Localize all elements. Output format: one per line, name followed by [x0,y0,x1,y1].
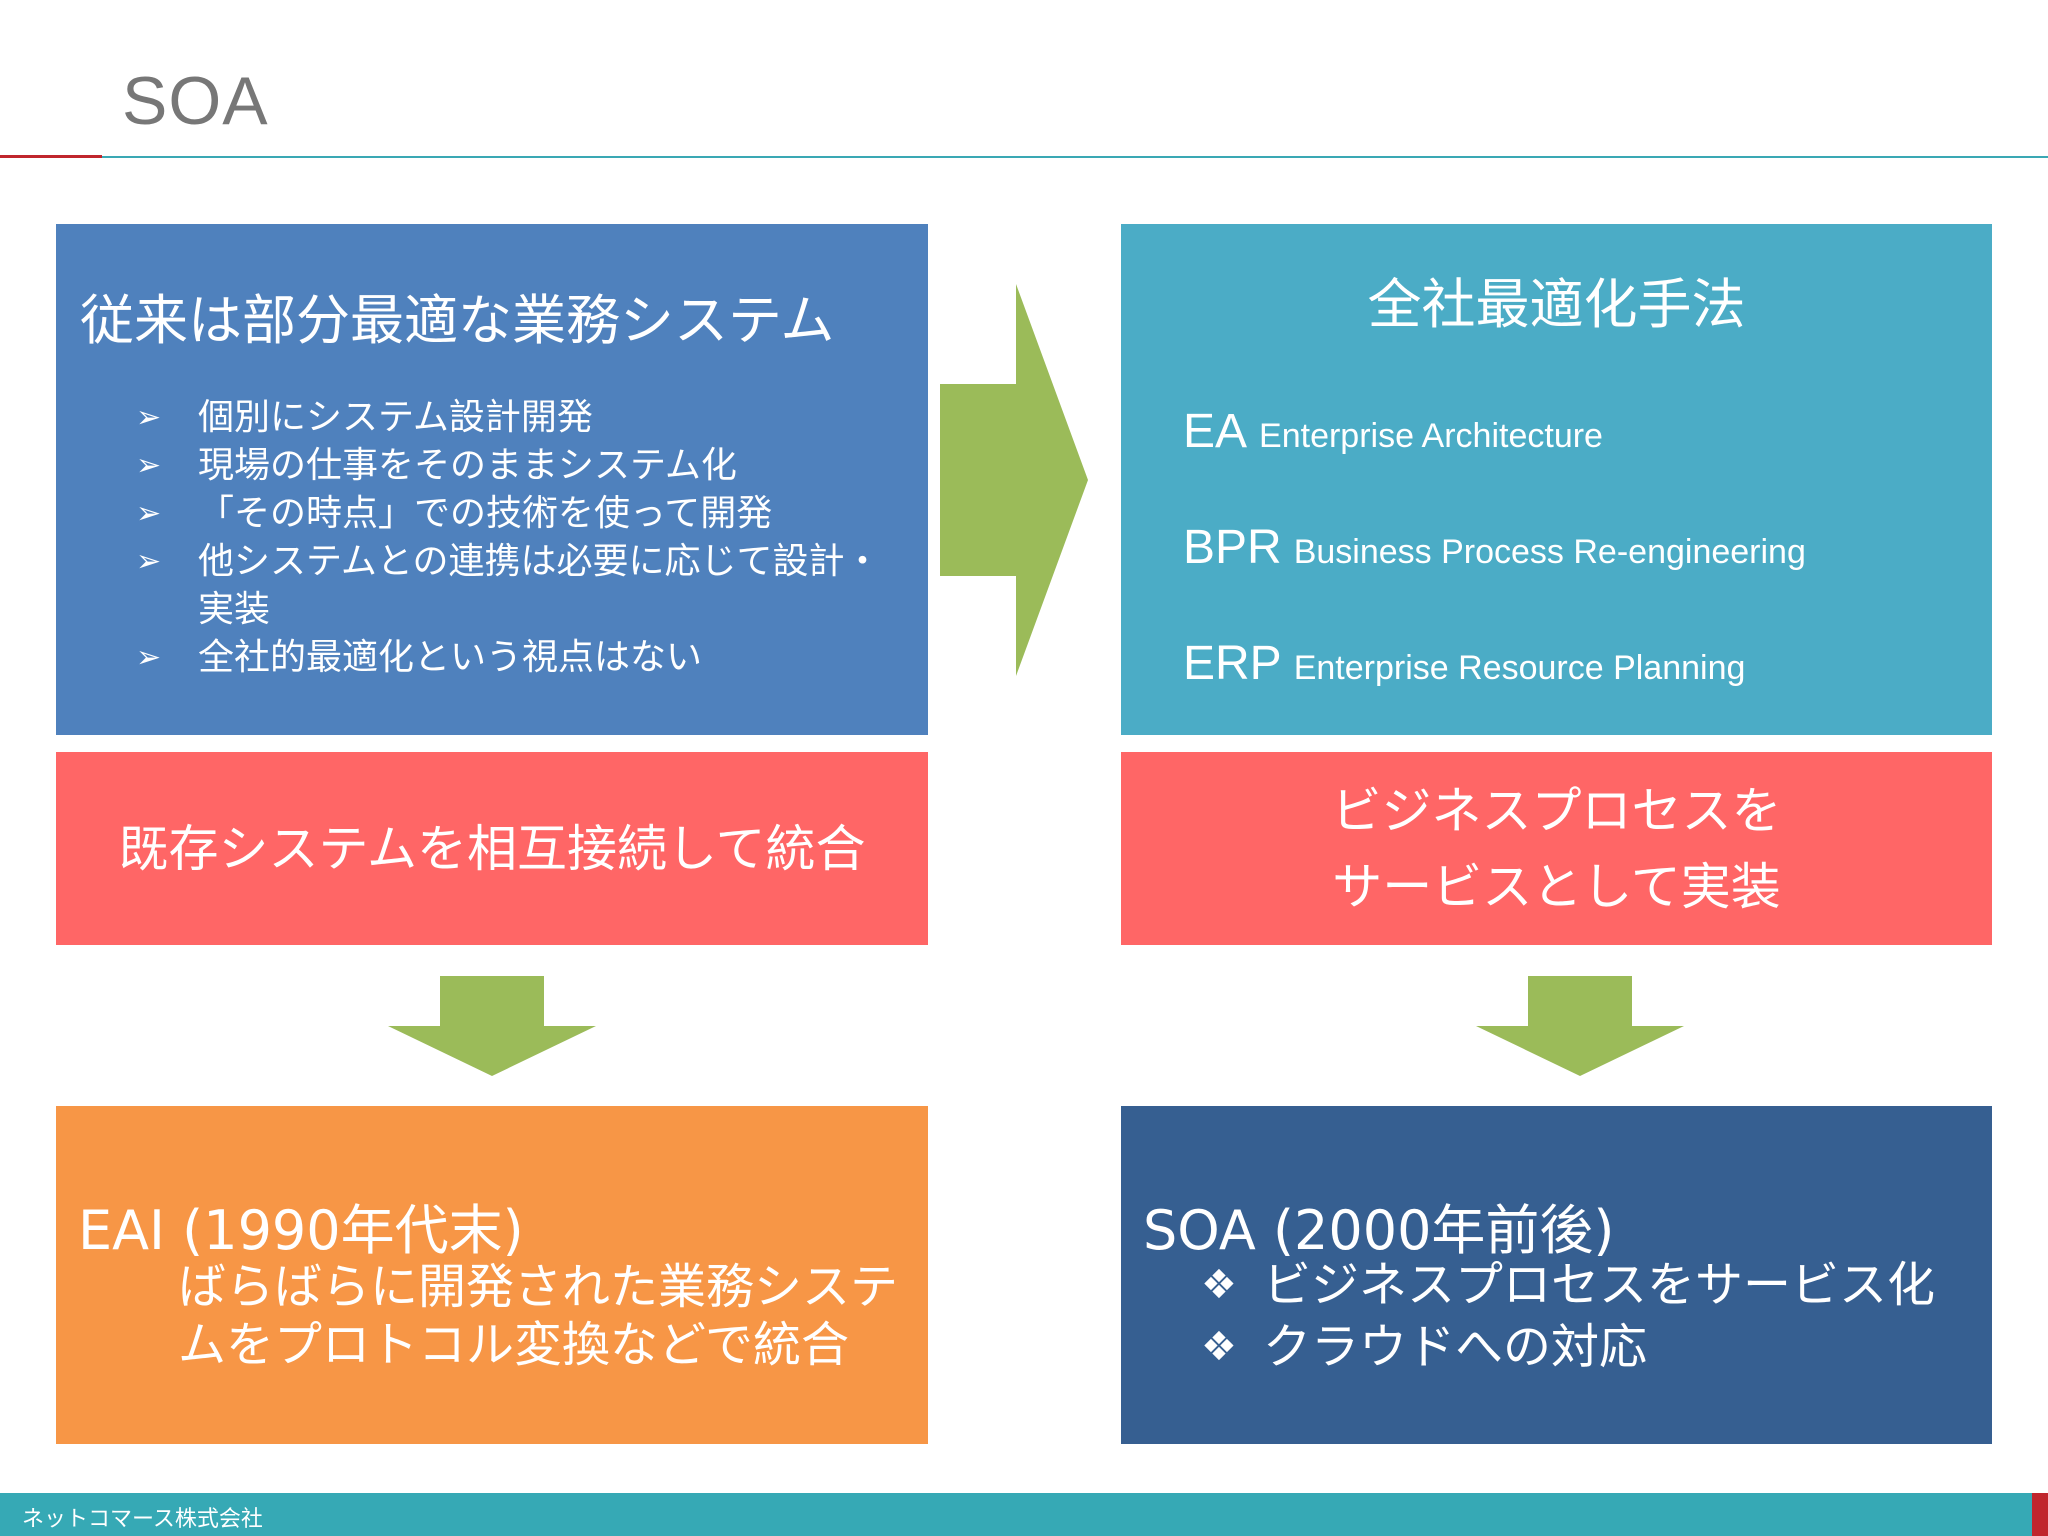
method-full-name: Enterprise Resource Planning [1293,649,1746,687]
title-underline-accent [0,155,102,158]
service-text-line: ビジネスプロセスを [1331,781,1782,840]
right-arrow-icon [940,284,1088,676]
diamond-bullet-icon: ❖ [1201,1324,1237,1370]
service-text-line: サービスとして実装 [1332,857,1781,916]
eai-box: EAI (1990年代末) ばらばらに開発された業務システムをプロトコル変換など… [56,1106,928,1444]
legacy-bullet-item: ➢ 他システムとの連携は必要に応じて設計・実装 [136,538,906,634]
optimization-heading: 全社最適化手法 [1367,273,1746,336]
soa-bullet-text: ビジネスプロセスをサービス化 [1263,1257,1936,1313]
optimization-methods-box: 全社最適化手法 EA Enterprise Architecture BPR Bus… [1121,224,1992,735]
legacy-bullet-item: ➢ 全社的最適化という視点はない [136,634,906,682]
legacy-bullet-item: ➢ 「その時点」での技術を使って開発 [136,490,906,538]
integrate-existing-box: 既存システムを相互接続して統合 [56,752,928,945]
legacy-bullet-text: 他システムとの連携は必要に応じて設計・実装 [198,541,881,630]
legacy-heading: 従来は部分最適な業務システム [80,289,835,352]
soa-heading: SOA (2000年前後) [1143,1199,1615,1262]
soa-bullet-list: ❖ ビジネスプロセスをサービス化 ❖ クラウドへの対応 [1201,1254,1935,1378]
arrowhead-bullet-icon: ➢ [136,544,162,579]
method-row-erp: ERP Enterprise Resource Planning [1183,636,1745,691]
footer-bar: ネットコマース株式会社 [0,1493,2048,1536]
legacy-bullet-text: 全社的最適化という視点はない [198,637,703,678]
down-arrow-icon [1476,976,1684,1076]
arrowhead-bullet-icon: ➢ [136,448,162,483]
service-implementation-box: ビジネスプロセスを サービスとして実装 [1121,752,1992,945]
method-full-name: Business Process Re-engineering [1293,533,1806,571]
integrate-text: 既存システムを相互接続して統合 [118,819,866,878]
title-underline [102,156,2048,158]
arrowhead-bullet-icon: ➢ [136,496,162,531]
method-row-bpr: BPR Business Process Re-engineering [1183,520,1806,575]
soa-bullet-text: クラウドへの対応 [1263,1319,1648,1375]
method-acronym: EA [1183,405,1248,458]
legacy-bullet-text: 現場の仕事をそのままシステム化 [198,445,737,486]
method-acronym: ERP [1183,637,1282,690]
service-text: ビジネスプロセスを サービスとして実装 [1121,773,1992,925]
method-row-ea: EA Enterprise Architecture [1183,404,1603,459]
legacy-bullet-list: ➢ 個別にシステム設計開発 ➢ 現場の仕事をそのままシステム化 ➢ 「その時点」での技… [136,394,906,682]
footer-accent [2032,1493,2048,1536]
slide-title: SOA [122,63,269,139]
arrowhead-bullet-icon: ➢ [136,640,162,675]
down-arrow-icon [388,976,596,1076]
legacy-bullet-text: 個別にシステム設計開発 [198,397,593,438]
eai-heading: EAI (1990年代末) [78,1199,524,1262]
eai-description: ばらばらに開発された業務システムをプロトコル変換などで統合 [178,1259,899,1373]
company-name: ネットコマース株式会社 [22,1507,263,1532]
legacy-bullet-text: 「その時点」での技術を使って開発 [198,493,773,534]
legacy-systems-box: 従来は部分最適な業務システム ➢ 個別にシステム設計開発 ➢ 現場の仕事をそのままシ… [56,224,928,735]
method-acronym: BPR [1183,521,1282,574]
method-full-name: Enterprise Architecture [1259,417,1603,455]
legacy-bullet-item: ➢ 現場の仕事をそのままシステム化 [136,442,906,490]
soa-bullet-item: ❖ クラウドへの対応 [1201,1316,1935,1378]
arrowhead-bullet-icon: ➢ [136,400,162,435]
diamond-bullet-icon: ❖ [1201,1262,1237,1308]
soa-bullet-item: ❖ ビジネスプロセスをサービス化 [1201,1254,1935,1316]
soa-box: SOA (2000年前後) ❖ ビジネスプロセスをサービス化 ❖ クラウドへの対応 [1121,1106,1992,1444]
legacy-bullet-item: ➢ 個別にシステム設計開発 [136,394,906,442]
